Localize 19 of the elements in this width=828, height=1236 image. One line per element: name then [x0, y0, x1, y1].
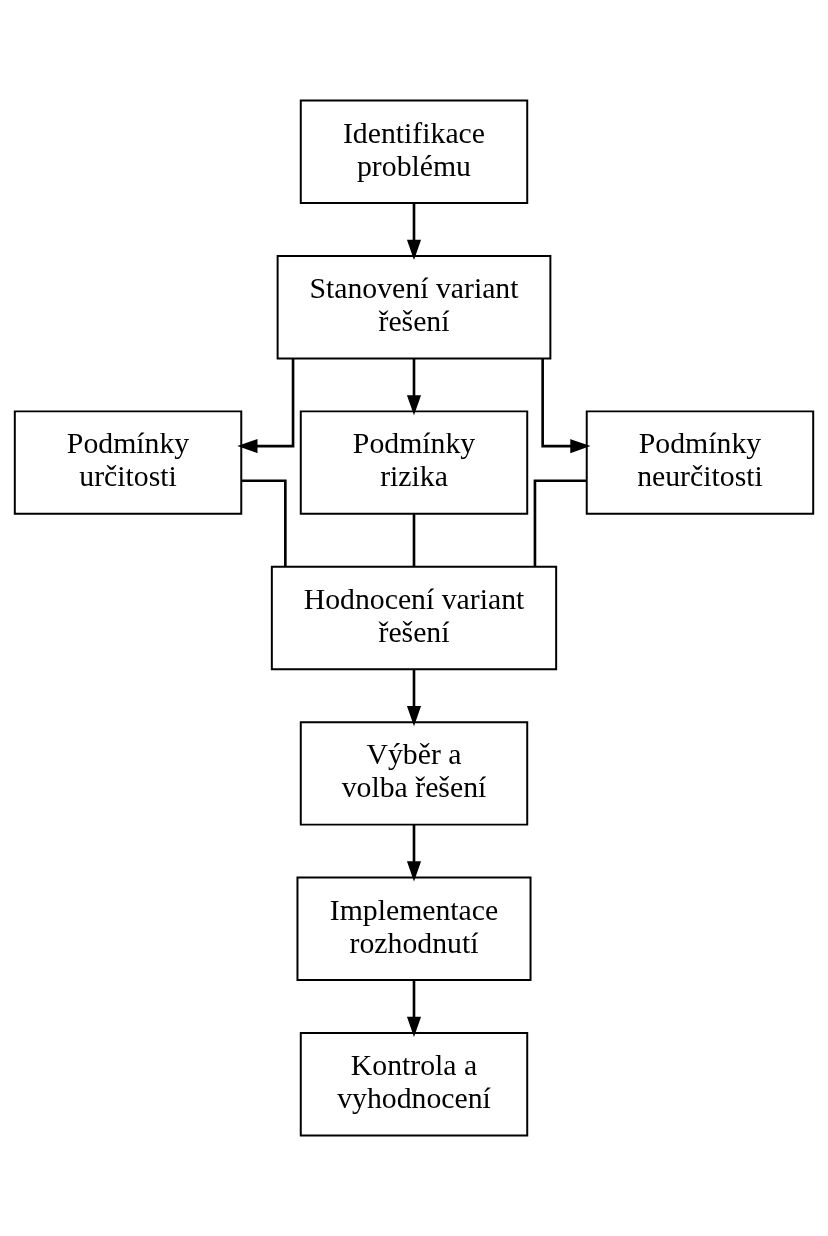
- arrow: [541, 358, 591, 454]
- arrow: [406, 980, 422, 1037]
- arrow: [406, 358, 422, 416]
- node-box: Stanovení variant řešení: [276, 255, 552, 360]
- arrow: [406, 203, 422, 260]
- node-box: Hodnocení variant řešení: [270, 565, 558, 671]
- connector: [412, 513, 416, 567]
- connector: [533, 479, 587, 567]
- node-box: Výběr a volba řešení: [299, 721, 529, 826]
- connector: [241, 479, 287, 567]
- arrow: [237, 358, 295, 454]
- node-box: Kontrola a vyhodnocení: [299, 1031, 529, 1137]
- node-box: Implementace rozhodnutí: [296, 876, 532, 981]
- arrow: [406, 824, 422, 882]
- node-box: Podmínky neurčitosti: [585, 410, 815, 515]
- node-box: Podmínky určitosti: [13, 410, 243, 515]
- node-box: Podmínky rizika: [299, 410, 529, 515]
- arrow: [406, 669, 422, 727]
- node-box: Identifikace problému: [299, 99, 529, 205]
